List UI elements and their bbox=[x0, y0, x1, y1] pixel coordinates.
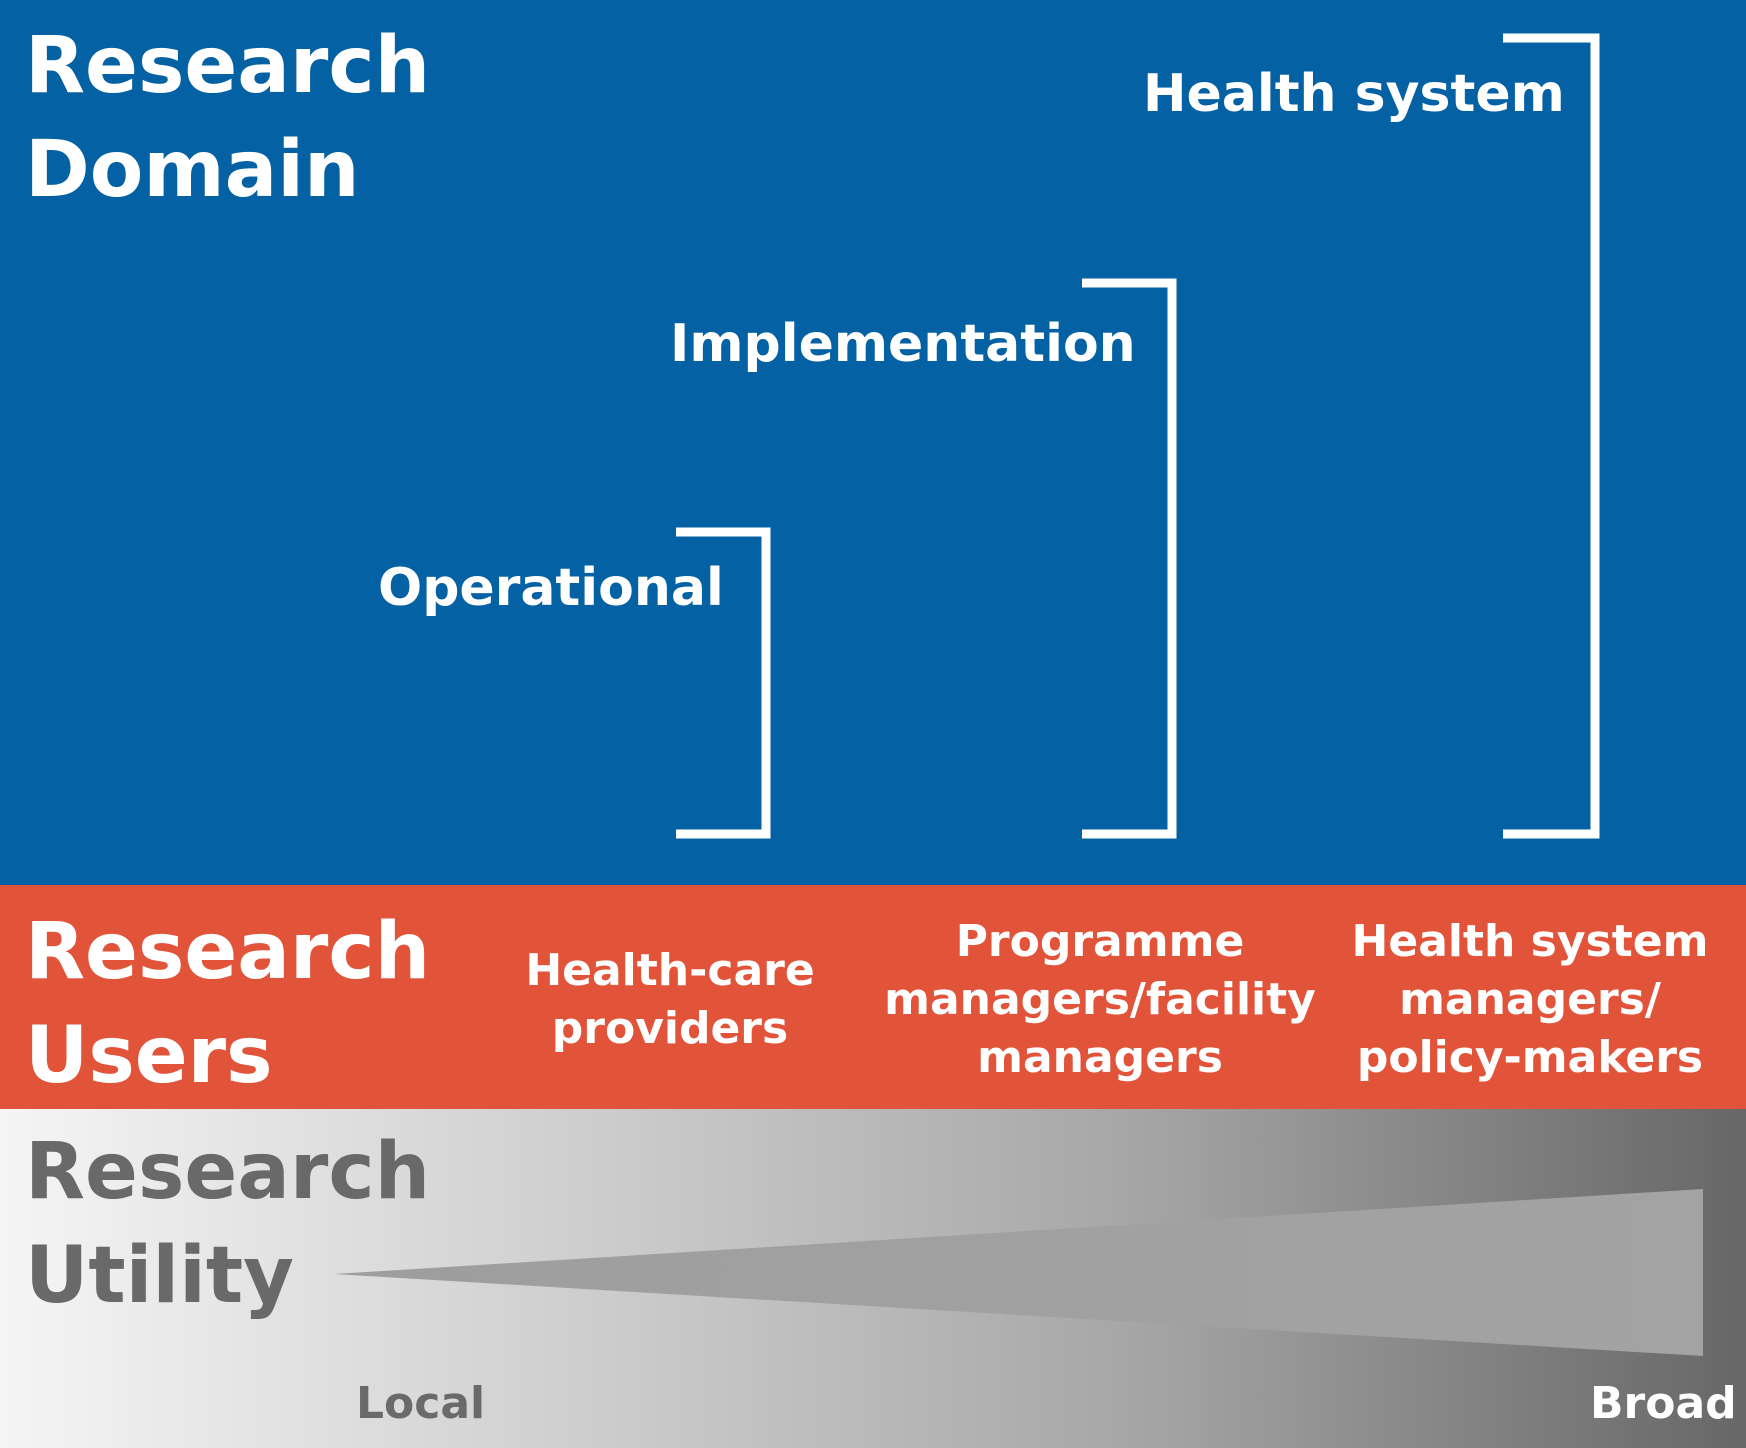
research-domain-band bbox=[0, 0, 1746, 885]
utility-wedge bbox=[334, 1189, 1703, 1356]
scale-local-label: Local bbox=[356, 1378, 486, 1429]
user-label-line: managers bbox=[977, 1032, 1223, 1083]
user-programme-managers: Programme managers/facility managers bbox=[870, 913, 1330, 1087]
user-label-line: managers/ bbox=[1399, 974, 1661, 1025]
research-utility-title: Research Utility bbox=[25, 1120, 430, 1328]
user-health-care-providers: Health-care providers bbox=[520, 942, 820, 1058]
user-label-line: providers bbox=[551, 1003, 789, 1054]
user-label-line: Health-care bbox=[525, 945, 815, 996]
research-users-title-line2: Users bbox=[25, 1011, 273, 1101]
user-label-line: policy-makers bbox=[1356, 1032, 1704, 1083]
user-label-line: Programme bbox=[955, 916, 1245, 967]
domain-level-operational: Operational bbox=[378, 558, 724, 618]
bracket-health-system bbox=[1503, 33, 1600, 839]
research-domain-title-line1: Research bbox=[25, 21, 431, 111]
bracket-implementation bbox=[1082, 278, 1177, 839]
research-domain-title: Research Domain bbox=[25, 14, 430, 222]
research-users-title-line1: Research bbox=[25, 907, 431, 997]
research-utility-title-line2: Utility bbox=[25, 1231, 294, 1321]
research-utility-title-line1: Research bbox=[25, 1127, 431, 1217]
scale-broad-label: Broad bbox=[1590, 1378, 1737, 1429]
research-users-title: Research Users bbox=[25, 900, 430, 1108]
user-health-system-managers: Health system managers/ policy-makers bbox=[1340, 913, 1720, 1087]
user-label-line: managers/facility bbox=[884, 974, 1316, 1025]
bracket-operational bbox=[676, 527, 771, 839]
domain-level-implementation: Implementation bbox=[670, 314, 1136, 374]
user-label-line: Health system bbox=[1351, 916, 1709, 967]
domain-level-health-system: Health system bbox=[1143, 64, 1565, 124]
research-domain-title-line2: Domain bbox=[25, 125, 360, 215]
research-users-band bbox=[0, 885, 1746, 1109]
